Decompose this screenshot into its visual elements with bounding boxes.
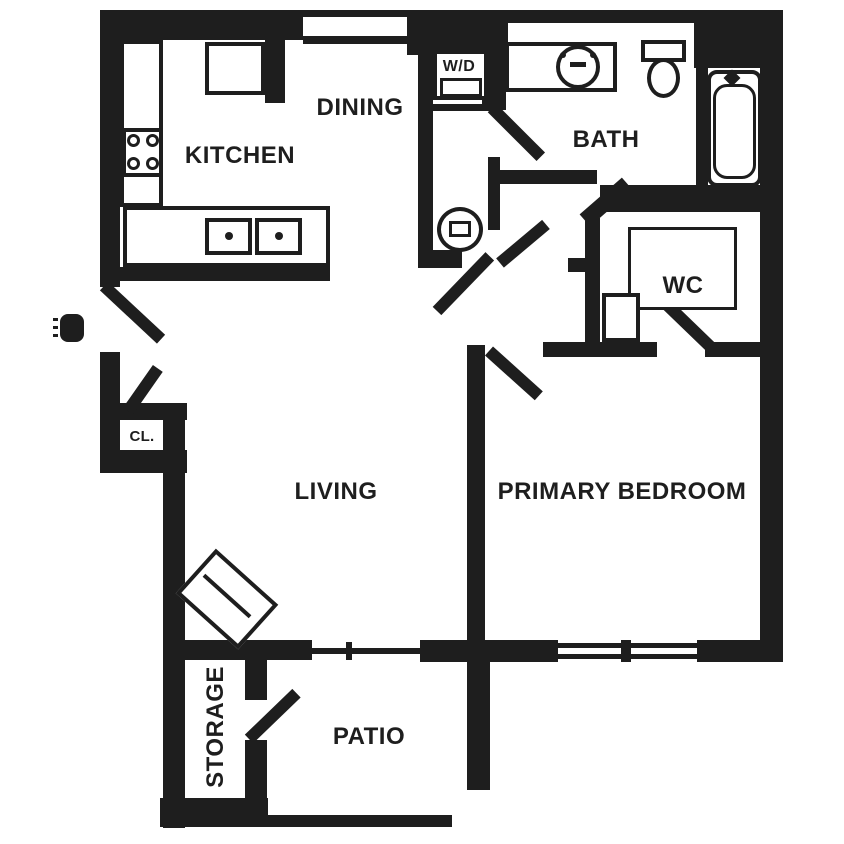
wall-laundry-bottom bbox=[418, 250, 462, 268]
wc-cabinet bbox=[602, 293, 640, 342]
entry-door bbox=[99, 281, 166, 344]
water-heater-core bbox=[449, 221, 471, 237]
wall-bedroom-west bbox=[467, 345, 485, 640]
wall-tub-divider bbox=[696, 68, 708, 187]
wall-west-lower bbox=[163, 420, 185, 828]
hall-door-upper bbox=[496, 219, 550, 268]
room-label-dining: DINING bbox=[316, 94, 404, 121]
faucet-spout-icon bbox=[570, 62, 586, 67]
room-label-living: LIVING bbox=[294, 478, 378, 505]
sink-drain-icon bbox=[275, 232, 283, 240]
room-label-bedroom: PRIMARY BEDROOM bbox=[497, 478, 747, 505]
bathtub-basin bbox=[713, 84, 756, 179]
bath-door bbox=[487, 103, 546, 162]
doorbell-tick-icon bbox=[53, 334, 58, 337]
slider-door-tick bbox=[346, 642, 352, 660]
doorbell-tick-icon bbox=[53, 318, 58, 321]
wall-left-upper bbox=[100, 10, 120, 287]
wall-bedroom-north bbox=[543, 342, 657, 357]
water-heater bbox=[437, 207, 483, 252]
wall-patio-south bbox=[268, 815, 452, 827]
wall-bath-south bbox=[490, 170, 597, 184]
wall-storage-east-upper bbox=[245, 660, 267, 700]
wall-top-laundry bbox=[407, 10, 508, 55]
wall-laundry-west bbox=[418, 55, 433, 250]
kitchen-counter-front bbox=[115, 267, 330, 281]
room-label-storage: STORAGE bbox=[202, 666, 229, 788]
wall-wc-west bbox=[585, 218, 600, 342]
room-label-closet: CL. bbox=[129, 428, 155, 445]
kitchen-counter-left bbox=[120, 40, 163, 207]
washer-dryer-door bbox=[440, 78, 482, 97]
slider-door-line bbox=[312, 648, 420, 654]
wall-storage-east-lower bbox=[245, 740, 267, 815]
wall-living-south-west bbox=[163, 640, 312, 660]
shower-enclosure bbox=[628, 227, 737, 310]
bedroom-door bbox=[484, 346, 543, 401]
wall-kitchen-stub bbox=[265, 10, 285, 103]
wall-storage-south bbox=[160, 798, 268, 827]
wall-right-exterior bbox=[760, 10, 783, 662]
burner-icon bbox=[146, 134, 159, 147]
faucet-icon bbox=[560, 52, 566, 58]
wall-bedroom-south-east bbox=[697, 640, 783, 662]
room-label-wc: WC bbox=[662, 272, 704, 299]
wall-living-south-east bbox=[420, 640, 467, 662]
wall-wc-stub bbox=[568, 258, 585, 272]
window-bedroom-mullion bbox=[621, 640, 631, 662]
laundry-closet-door-line bbox=[430, 104, 490, 111]
wall-bath-west-mid bbox=[488, 157, 500, 230]
window-dining-outer bbox=[303, 10, 407, 17]
refrigerator bbox=[205, 42, 265, 95]
wall-patio-east bbox=[467, 660, 490, 790]
wall-left-mid bbox=[100, 352, 120, 450]
doorbell-icon bbox=[60, 314, 84, 342]
room-label-kitchen: KITCHEN bbox=[184, 142, 296, 169]
window-dining-inner bbox=[303, 36, 407, 44]
burner-icon bbox=[127, 134, 140, 147]
room-label-laundry: W/D bbox=[442, 58, 476, 75]
wall-top-bath bbox=[508, 10, 694, 23]
sink-drain-icon bbox=[225, 232, 233, 240]
wall-bedroom-south-west bbox=[467, 640, 558, 662]
toilet-bowl bbox=[647, 58, 680, 98]
burner-icon bbox=[146, 157, 159, 170]
doorbell-tick-icon bbox=[53, 326, 58, 329]
wall-wc-north bbox=[600, 185, 760, 212]
room-label-bath: BATH bbox=[572, 126, 640, 153]
room-label-patio: PATIO bbox=[332, 723, 406, 750]
faucet-icon bbox=[590, 52, 596, 58]
burner-icon bbox=[127, 157, 140, 170]
